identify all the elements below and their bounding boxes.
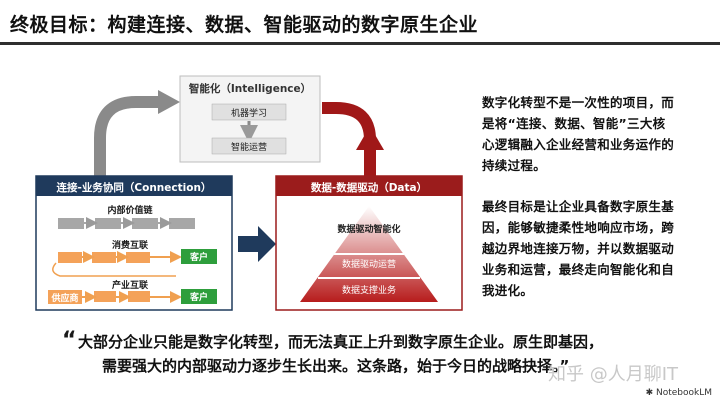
connection-header: 连接-业务协同（Connection） [56,182,212,194]
gray-loop-arrow [94,96,160,176]
ml-box [211,103,287,121]
title-divider [0,42,720,45]
logo-icon: ✱ [645,388,656,398]
connection-header-bar [36,176,232,196]
customer-box-1 [181,249,217,264]
red-arrow-head-up [356,126,384,150]
industrial-internet-label: 产业互联 [111,281,148,291]
customer-label-1: 客户 [189,253,208,263]
pyramid-level-top: 数据驱动智能化 [337,225,401,235]
explanation-paragraph-1: 数字化转型不是一次性的项目，而 是将“连接、数据、智能”三大核 心逻辑融入企业经… [482,95,675,173]
customer-box-2 [181,289,217,304]
navy-arrow [238,226,276,262]
pyramid-level-bottom: 数据支撑业务 [341,286,396,296]
notebooklm-logo: ✱ NotebookLM [645,388,712,398]
quote-line-1: 大部分企业只能是数字化转型，而无法真正上升到数字原生企业。原生即基因， [78,333,604,351]
explanation-paragraph-2: 最终目标是让企业具备数字原生基 因，能够敏捷柔性地响应市场，跨 越边界地连接万物… [482,199,675,298]
internal-value-chain-label: 内部价值链 [107,206,153,216]
smart-ops-box [211,137,287,155]
customer-label-2: 客户 [189,293,208,303]
supplier-box [48,290,82,304]
consumer-internet-label: 消费互联 [111,241,148,251]
watermark: 知乎 @人月聊IT [548,364,679,385]
connection-box [35,175,233,311]
data-header: 数据-数据驱动（Data） [310,182,428,194]
intelligence-header: 智能化（Intelligence） [188,83,312,95]
supplier-label: 供应商 [51,294,79,304]
quote-line-2: 需要强大的内部驱动力逐步生长出来。这条路，始于今日的战略抉择。” [102,357,570,375]
smart-ops-label: 智能运营 [230,143,267,153]
gray-arrow-head [158,90,180,114]
open-quote-mark: “ [62,328,77,353]
page-title: 终极目标：构建连接、数据、智能驱动的数字原生企业 [10,14,479,36]
pyramid-level-mid: 数据驱动运营 [341,260,396,270]
data-header-bar [276,176,462,196]
ml-label: 机器学习 [230,109,267,119]
